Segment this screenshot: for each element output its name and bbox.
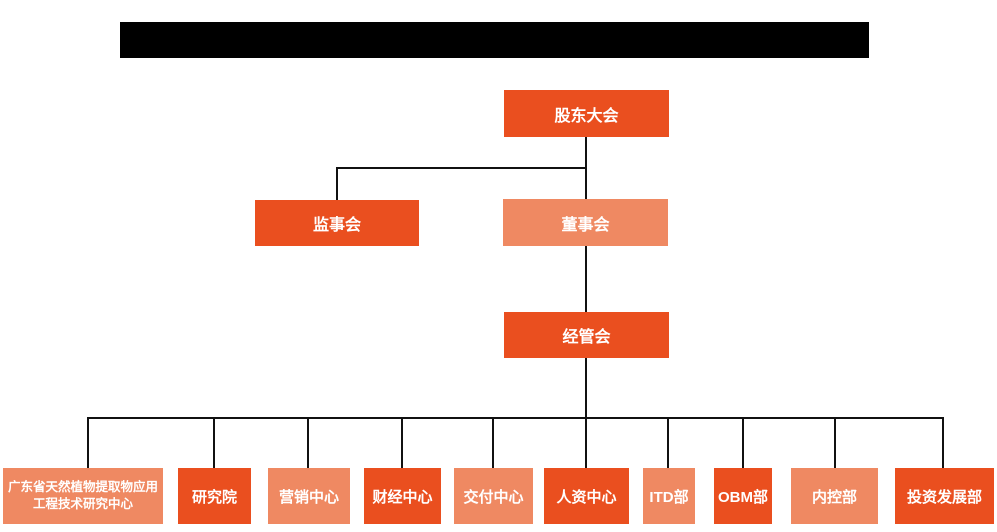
connector-drop-investment-development bbox=[942, 417, 944, 468]
connector-branch-horizontal bbox=[336, 167, 587, 169]
node-dept-investment-development: 投资发展部 bbox=[895, 468, 994, 524]
node-dept-research-institute: 研究院 bbox=[178, 468, 251, 524]
node-board-of-directors: 董事会 bbox=[503, 199, 668, 246]
connector-drop-research-center bbox=[87, 417, 89, 468]
connector-management-rail bbox=[585, 358, 587, 419]
connector-department-rail bbox=[87, 417, 944, 419]
node-dept-obm: OBM部 bbox=[714, 468, 772, 524]
node-shareholders-meeting: 股东大会 bbox=[504, 90, 669, 137]
node-dept-delivery-center: 交付中心 bbox=[454, 468, 533, 524]
connector-drop-research-institute bbox=[213, 417, 215, 468]
node-dept-marketing-center: 营销中心 bbox=[268, 468, 350, 524]
connector-drop-itd bbox=[667, 417, 669, 468]
connector-drop-internal-control bbox=[834, 417, 836, 468]
connector-drop-delivery-center bbox=[492, 417, 494, 468]
connector-drop-hr-center bbox=[585, 417, 587, 468]
node-dept-itd: ITD部 bbox=[643, 468, 695, 524]
connector-drop-obm bbox=[742, 417, 744, 468]
node-management-committee: 经管会 bbox=[504, 312, 669, 358]
connector-supervisory-down bbox=[336, 167, 338, 200]
connector-drop-finance-center bbox=[401, 417, 403, 468]
node-supervisory-board: 监事会 bbox=[255, 200, 419, 246]
connector-directors-management bbox=[585, 246, 587, 312]
connector-drop-marketing-center bbox=[307, 417, 309, 468]
node-dept-internal-control: 内控部 bbox=[791, 468, 878, 524]
redacted-title-bar bbox=[120, 22, 869, 58]
node-dept-research-center: 广东省天然植物提取物应用工程技术研究中心 bbox=[3, 468, 163, 524]
node-dept-finance-center: 财经中心 bbox=[364, 468, 441, 524]
node-dept-hr-center: 人资中心 bbox=[544, 468, 629, 524]
